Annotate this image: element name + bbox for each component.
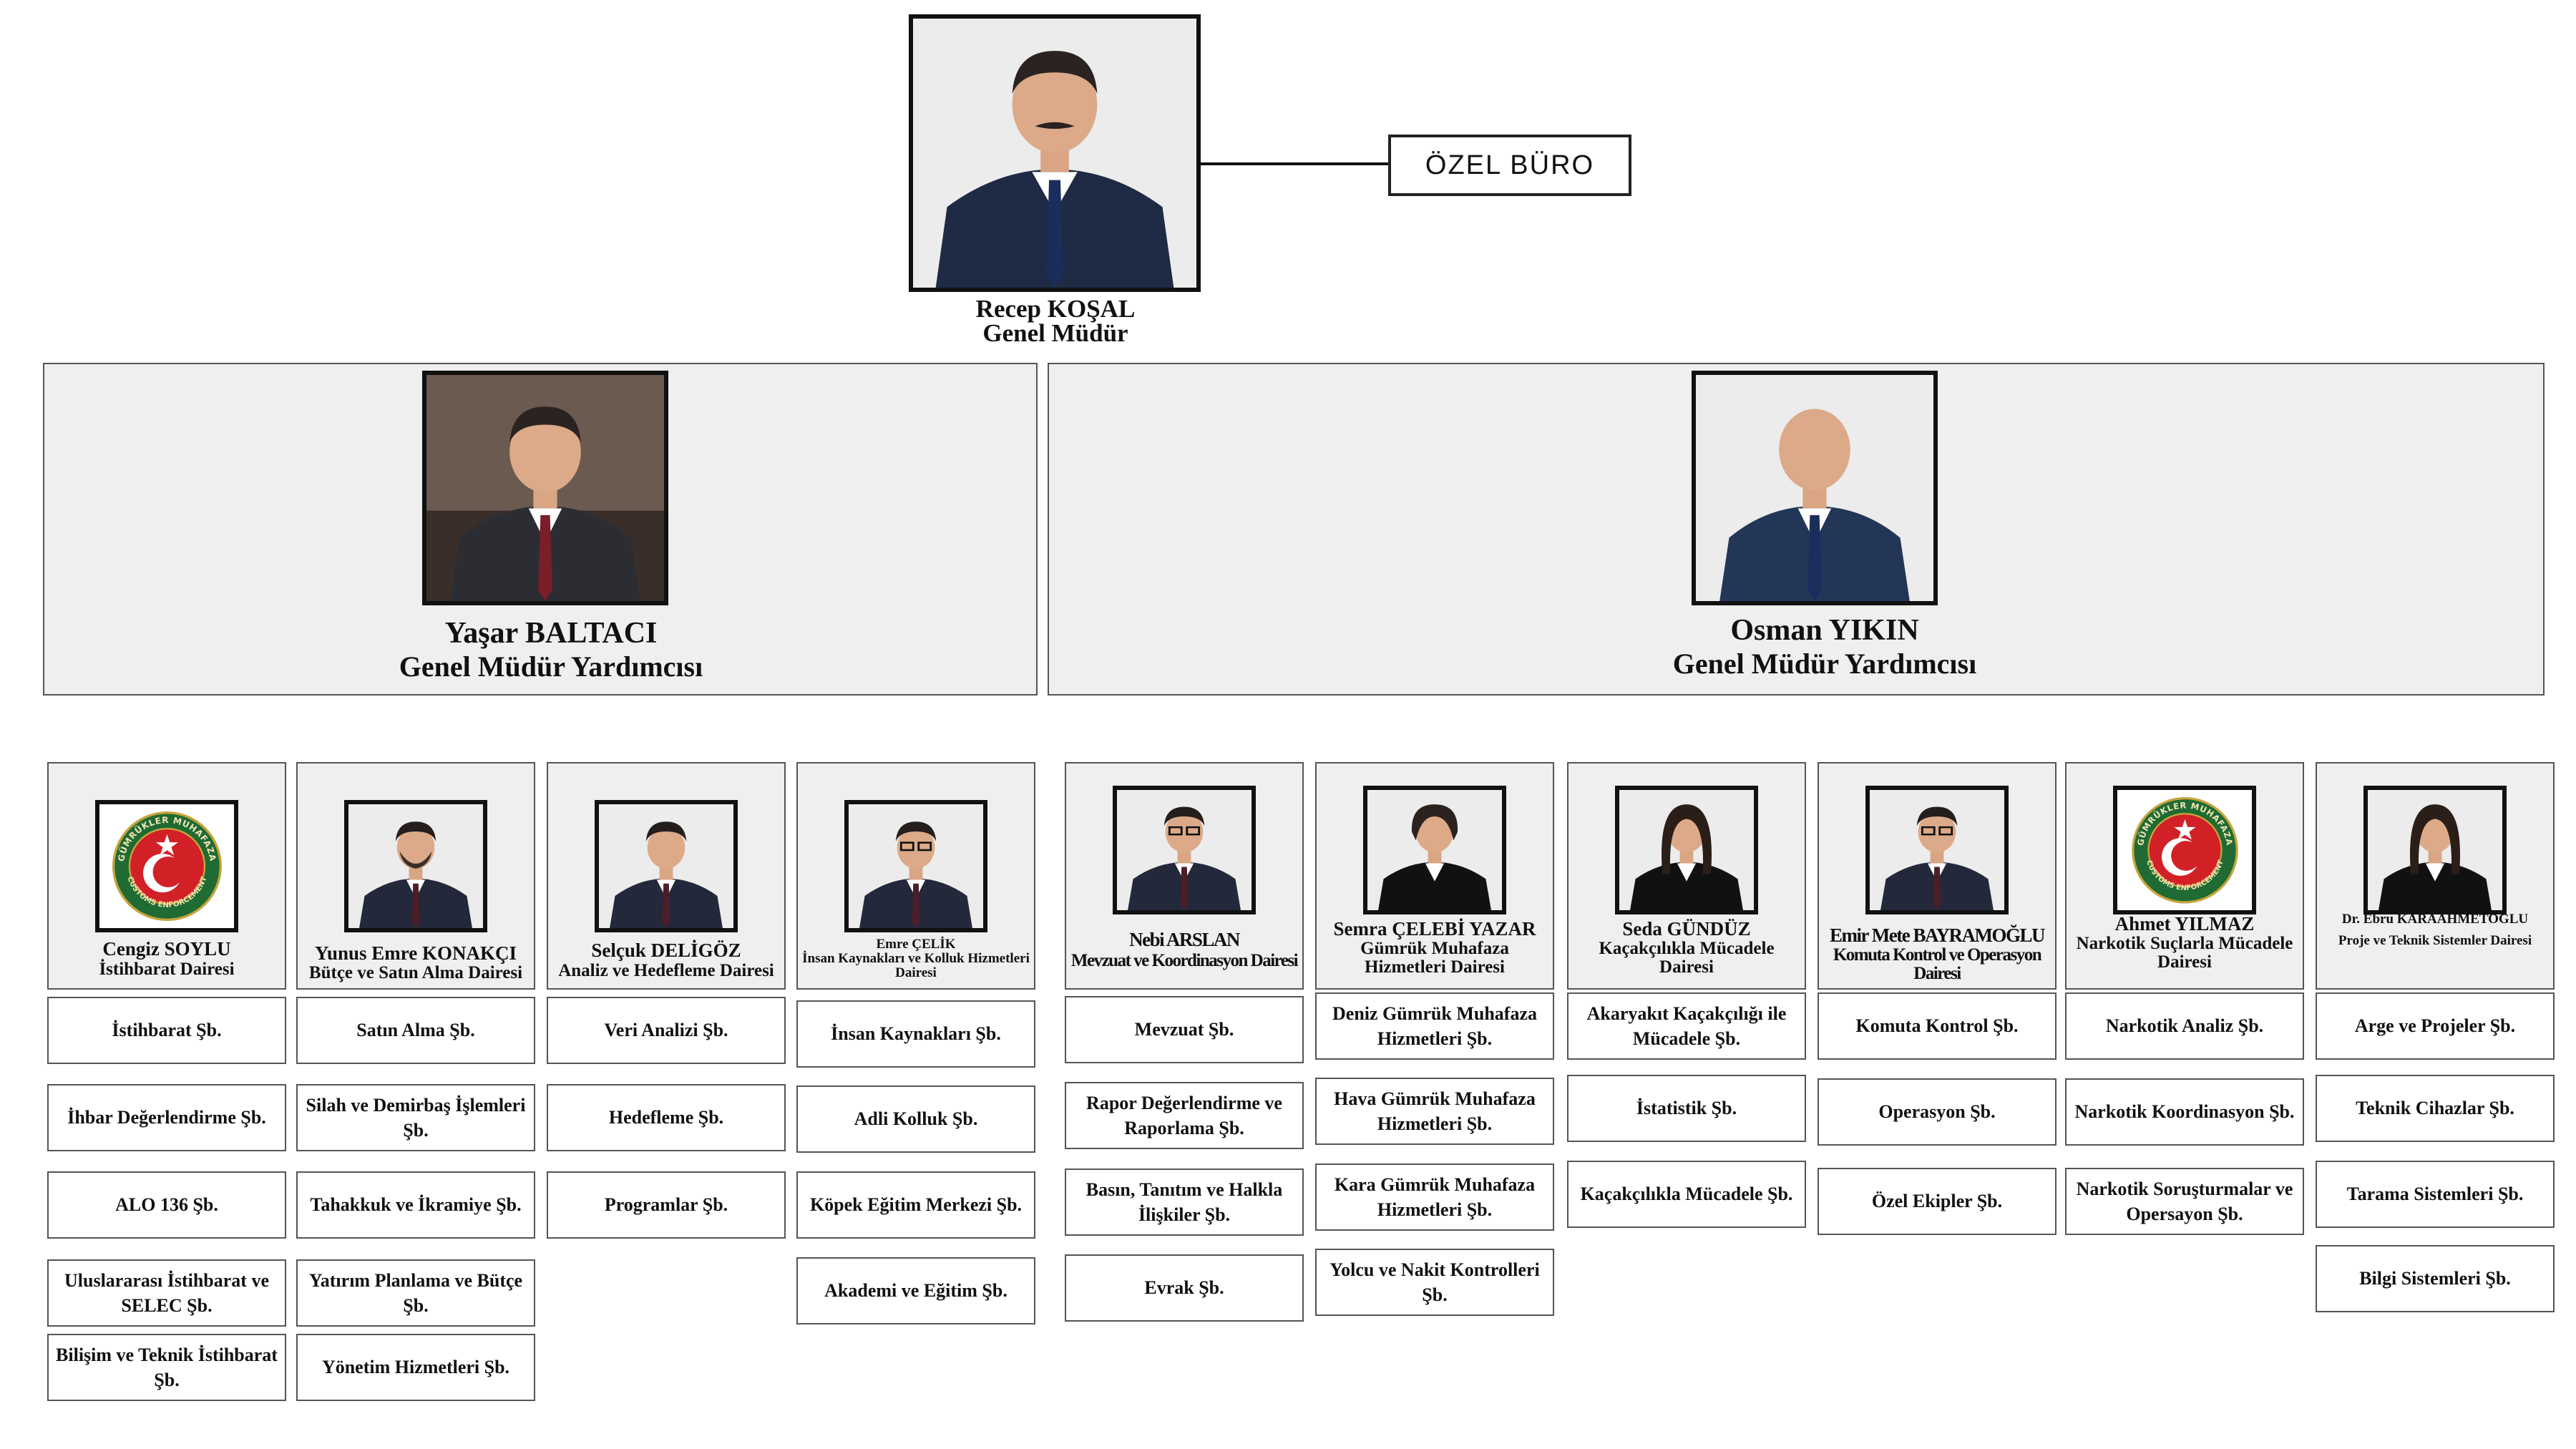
department-logo: GÜMRÜKLER MUHAFAZA CUSTOMS ENFORCEMENT: [95, 800, 238, 932]
branch-box: İstatistik Şb.: [1567, 1075, 1806, 1142]
department-head-name: Yunus Emre KONAKÇI: [314, 942, 517, 964]
branch-box: Özel Ekipler Şb.: [1818, 1168, 2057, 1235]
branch-box: Teknik Cihazlar Şb.: [2316, 1075, 2555, 1142]
branch-box: Köpek Eğitim Merkezi Şb.: [796, 1171, 1035, 1239]
deputy-photo-2: [1692, 371, 1938, 605]
director-title: Genel Müdür: [982, 319, 1128, 347]
customs-enforcement-logo-icon: GÜMRÜKLER MUHAFAZA CUSTOMS ENFORCEMENT: [112, 811, 222, 921]
person-silhouette-icon: [2368, 790, 2502, 910]
department-title: Gümrük Muhafaza Hizmetleri Dairesi: [1360, 939, 1509, 977]
branch-box: Mevzuat Şb.: [1065, 996, 1304, 1063]
department-logo: GÜMRÜKLER MUHAFAZA CUSTOMS ENFORCEMENT: [2113, 786, 2256, 914]
department-photo: [344, 800, 487, 932]
branch-box: Evrak Şb.: [1065, 1254, 1304, 1322]
branch-box: Basın, Tanıtım ve Halkla İlişkiler Şb.: [1065, 1169, 1304, 1236]
department-head-name: Semra ÇELEBİ YAZAR: [1333, 918, 1536, 940]
connector-line: [1201, 162, 1390, 165]
branch-box: Kara Gümrük Muhafaza Hizmetleri Şb.: [1315, 1163, 1554, 1231]
branch-box: Narkotik Koordinasyon Şb.: [2065, 1078, 2304, 1146]
person-silhouette-icon: [1619, 790, 1754, 910]
person-silhouette-icon: [849, 804, 983, 928]
department-photo: [844, 800, 987, 932]
person-silhouette-icon: [1696, 375, 1933, 601]
branch-box: Uluslararası İstihbarat ve SELEC Şb.: [47, 1259, 286, 1327]
person-silhouette-icon: [1870, 790, 2004, 910]
deputy-title-2: Genel Müdür Yardımcısı: [1672, 648, 1977, 680]
ozel-buro-box: ÖZEL BÜRO: [1388, 135, 1631, 196]
department-title: Proje ve Teknik Sistemler Dairesi: [2338, 933, 2532, 948]
branch-box: Akademi ve Eğitim Şb.: [796, 1257, 1035, 1324]
person-silhouette-icon: [348, 804, 483, 928]
department-photo: [2363, 786, 2507, 914]
branch-box: Bilişim ve Teknik İstihbarat Şb.: [47, 1334, 286, 1401]
deputy-photo-1: [422, 371, 668, 605]
department-title: Analiz ve Hedefleme Dairesi: [558, 961, 774, 980]
department-title: İnsan Kaynakları ve Kolluk Hizmetleri Da…: [802, 951, 1030, 980]
department-head-name: Ahmet YILMAZ: [2114, 913, 2255, 935]
branch-box: Veri Analizi Şb.: [547, 997, 786, 1064]
branch-box: Bilgi Sistemleri Şb.: [2316, 1245, 2555, 1312]
branch-box: Kaçakçılıkla Mücadele Şb.: [1567, 1161, 1806, 1228]
branch-box: Yolcu ve Nakit Kontrolleri Şb.: [1315, 1249, 1554, 1316]
branch-box: İnsan Kaynakları Şb.: [796, 1000, 1035, 1068]
person-silhouette-icon: [426, 375, 664, 601]
department-photo: [1865, 786, 2009, 914]
person-silhouette-icon: [1117, 790, 1252, 910]
branch-box: ALO 136 Şb.: [47, 1171, 286, 1239]
branch-box: Tarama Sistemleri Şb.: [2316, 1161, 2555, 1228]
department-title: Bütçe ve Satın Alma Dairesi: [308, 963, 523, 982]
department-head-name: Seda GÜNDÜZ: [1622, 918, 1751, 940]
branch-box: Arge ve Projeler Şb.: [2316, 992, 2555, 1060]
branch-box: İstihbarat Şb.: [47, 997, 286, 1064]
branch-box: Programlar Şb.: [547, 1171, 786, 1239]
branch-box: Hava Gümrük Muhafaza Hizmetleri Şb.: [1315, 1078, 1554, 1145]
deputy-name-2: Osman YIKIN: [1730, 614, 1919, 647]
branch-box: Narkotik Soruşturmalar ve Opersayon Şb.: [2065, 1168, 2304, 1235]
director-name: Recep KOŞAL: [975, 295, 1136, 323]
branch-box: Rapor Değerlendirme ve Raporlama Şb.: [1065, 1082, 1304, 1149]
director-photo: [909, 14, 1201, 292]
department-photo: [1363, 786, 1506, 914]
department-photo: [595, 800, 738, 932]
branch-box: Hedefleme Şb.: [547, 1084, 786, 1151]
branch-box: Silah ve Demirbaş İşlemleri Şb.: [296, 1084, 535, 1151]
customs-enforcement-logo-icon: GÜMRÜKLER MUHAFAZA CUSTOMS ENFORCEMENT: [2131, 796, 2238, 904]
person-silhouette-icon: [599, 804, 733, 928]
department-title: Mevzuat ve Koordinasyon Dairesi: [1070, 951, 1299, 970]
branch-box: Yönetim Hizmetleri Şb.: [296, 1334, 535, 1401]
branch-box: Operasyon Şb.: [1818, 1078, 2057, 1146]
department-photo: [1113, 786, 1256, 914]
branch-box: Narkotik Analiz Şb.: [2065, 992, 2304, 1060]
branch-box: Satın Alma Şb.: [296, 997, 535, 1064]
deputy-title-1: Genel Müdür Yardımcısı: [399, 650, 703, 683]
person-silhouette-icon: [913, 19, 1196, 288]
department-title: İstihbarat Dairesi: [99, 960, 235, 979]
department-head-name: Cengiz SOYLU: [102, 938, 231, 960]
department-title: Komuta Kontrol ve Operasyon Dairesi: [1833, 945, 2042, 984]
department-title: Kaçakçılıkla Mücadele Dairesi: [1599, 939, 1775, 977]
branch-box: İhbar Değerlendirme Şb.: [47, 1084, 286, 1151]
branch-box: Akaryakıt Kaçakçılığı ile Mücadele Şb.: [1567, 992, 1806, 1060]
department-head-name: Nebi ARSLAN: [1129, 929, 1240, 950]
branch-box: Tahakkuk ve İkramiye Şb.: [296, 1171, 535, 1239]
branch-box: Deniz Gümrük Muhafaza Hizmetleri Şb.: [1315, 992, 1554, 1060]
department-head-name: Selçuk DELİGÖZ: [591, 940, 741, 961]
deputy-name-1: Yaşar BALTACI: [444, 617, 658, 650]
department-head-name: Emre ÇELİK: [876, 937, 956, 952]
department-head-name: Emir Mete BAYRAMOĞLU: [1830, 924, 2045, 946]
department-head-name: Dr. Ebru KARAAHMETOĞLU: [2341, 912, 2529, 927]
person-silhouette-icon: [1367, 790, 1502, 910]
department-title: Narkotik Suçlarla Mücadele Dairesi: [2076, 934, 2293, 972]
branch-box: Adli Kolluk Şb.: [796, 1085, 1035, 1153]
branch-box: Komuta Kontrol Şb.: [1818, 992, 2057, 1060]
branch-box: Yatırım Planlama ve Bütçe Şb.: [296, 1259, 535, 1327]
department-photo: [1615, 786, 1758, 914]
